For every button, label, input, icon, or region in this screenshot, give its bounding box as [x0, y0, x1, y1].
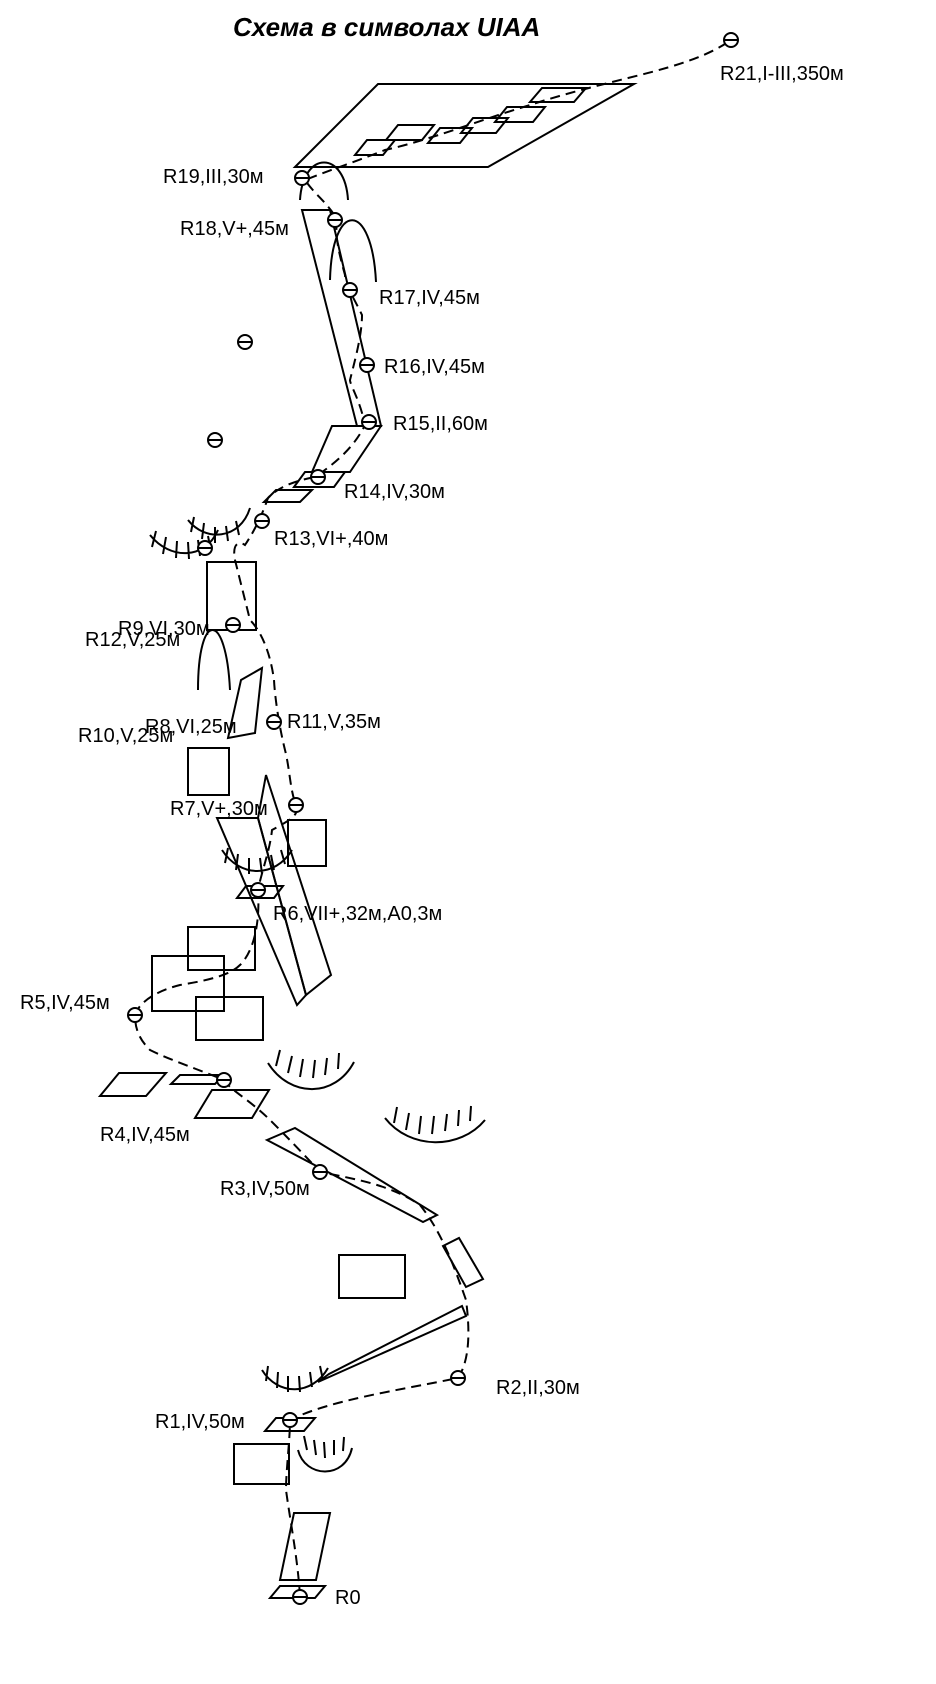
- label-r3: R3,IV,50м: [220, 1178, 310, 1200]
- label-r18: R18,V+,45м: [180, 218, 289, 240]
- r1-ledge: [262, 1417, 318, 1432]
- belay-r13: [237, 334, 253, 350]
- r14-ledge: [292, 471, 347, 488]
- r3-ramp: [264, 1126, 440, 1224]
- belay-r16: [359, 357, 375, 373]
- plateau-step-2: [383, 124, 437, 141]
- plateau-step-4: [458, 117, 511, 134]
- station-labels: R0 R1,IV,50м R2,II,30м R3,IV,50м R4,IV,4…: [20, 63, 844, 1609]
- overhang-r13-right: [187, 507, 251, 543]
- plateau-step-1: [352, 139, 398, 156]
- label-r15: R15,II,60м: [393, 413, 488, 435]
- label-r21: R21,I-III,350м: [720, 63, 844, 85]
- belay-r14: [310, 469, 326, 485]
- terrain-shapes: [97, 83, 638, 1599]
- label-r8: R8,VI,25м: [145, 716, 237, 738]
- r10-block: [187, 747, 230, 796]
- overhang-r3-right: [384, 1105, 486, 1144]
- overhang-r1: [297, 1435, 353, 1473]
- belay-r1: [282, 1412, 298, 1428]
- belay-r10: [197, 540, 213, 556]
- label-r14: R14,IV,30м: [344, 481, 445, 503]
- diagram-title: Схема в символах UIAA: [233, 12, 540, 42]
- belay-r0: [292, 1589, 308, 1605]
- middle-block: [338, 1254, 406, 1299]
- r6-block-low: [195, 996, 264, 1041]
- r8-corner-right: [256, 774, 333, 997]
- arch-r12: [197, 629, 231, 691]
- r1-block: [233, 1443, 290, 1485]
- belay-r6: [250, 882, 266, 898]
- belay-r12: [207, 432, 223, 448]
- overhang-r7: [221, 847, 293, 875]
- plateau-step-3: [425, 127, 475, 144]
- belay-r5: [127, 1007, 143, 1023]
- overhang-r2: [261, 1365, 329, 1393]
- belay-r18: [327, 212, 343, 228]
- belay-r21: [723, 32, 739, 48]
- label-r2: R2,II,30м: [496, 1377, 580, 1399]
- belay-r4: [216, 1072, 232, 1088]
- label-r4: R4,IV,45м: [100, 1124, 190, 1146]
- belay-r11: [254, 513, 270, 529]
- overhang-r13-left: [149, 529, 219, 560]
- label-r13: R13,VI+,40м: [274, 528, 388, 550]
- belay-r3: [312, 1164, 328, 1180]
- r11-chimney: [226, 666, 264, 740]
- belay-r15: [361, 414, 377, 430]
- belay-r7: [288, 797, 304, 813]
- r0-chimney: [278, 1512, 332, 1581]
- r6-block-top: [187, 926, 256, 971]
- label-r1: R1,IV,50м: [155, 1411, 245, 1433]
- r5-slab: [97, 1072, 169, 1097]
- belay-r9: [225, 617, 241, 633]
- summit-plateau: [292, 83, 638, 168]
- label-r17: R17,IV,45м: [379, 287, 480, 309]
- plateau-step-6: [527, 87, 589, 103]
- label-r12: R12,V,25м: [85, 629, 180, 651]
- belay-r8: [266, 714, 282, 730]
- r6-block-mid: [151, 955, 225, 1012]
- overhang-r3-left: [267, 1049, 355, 1091]
- r4-slab: [193, 1089, 271, 1119]
- label-r19: R19,III,30м: [163, 166, 263, 188]
- r7-block: [287, 819, 327, 867]
- plateau-step-5: [492, 106, 548, 123]
- label-r9: R9,VI,30м: [118, 618, 210, 640]
- label-r7: R7,V+,30м: [170, 798, 268, 820]
- label-r5: R5,IV,45м: [20, 992, 110, 1014]
- arch-r18: [329, 219, 377, 283]
- r14-ledge-lower: [261, 489, 315, 503]
- r15-slab: [310, 425, 383, 473]
- belay-r17: [342, 282, 358, 298]
- r2-slab: [441, 1236, 485, 1289]
- label-r6: R6,VII+,32м,A0,3м: [273, 903, 442, 925]
- r2-ramp: [317, 1304, 468, 1383]
- belay-r19: [294, 170, 310, 186]
- label-r10: R10,V,25м: [78, 725, 173, 747]
- label-r16: R16,IV,45м: [384, 356, 485, 378]
- overhang-symbols: [149, 507, 486, 1473]
- label-r11: R11,V,35м: [287, 711, 381, 733]
- r6-ledge: [235, 885, 285, 899]
- belay-r2: [450, 1370, 466, 1386]
- label-r0: R0: [335, 1587, 361, 1609]
